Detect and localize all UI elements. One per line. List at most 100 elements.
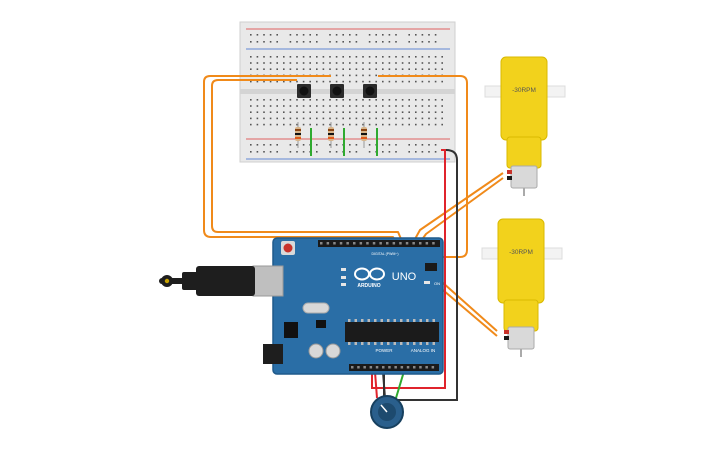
breadboard-hole (269, 56, 272, 58)
breadboard-hole (349, 68, 351, 70)
breadboard-hole (408, 99, 410, 101)
breadboard-hole (375, 56, 377, 58)
breadboard-hole (289, 80, 292, 83)
analog-in-label: ANALOG IN (411, 348, 436, 353)
header-pin (394, 366, 397, 369)
breadboard-hole (395, 62, 397, 64)
breadboard-hole (342, 123, 344, 126)
breadboard-hole (256, 62, 259, 64)
breadboard-hole (434, 111, 437, 113)
breadboard-hole (382, 117, 384, 120)
breadboard-hole (382, 80, 384, 83)
breadboard-hole (302, 99, 305, 101)
breadboard-hole (368, 68, 371, 70)
chip-pin (419, 342, 422, 345)
breadboard-hole (395, 123, 397, 126)
dc-gear-motor-2: -30RPM (481, 218, 563, 357)
breadboard-hole (296, 62, 298, 64)
power-wires (371, 149, 458, 401)
breadboard-hole (388, 80, 391, 83)
reset-button[interactable] (283, 243, 293, 253)
breadboard-hole (289, 111, 292, 113)
arduino-logo-icon (354, 267, 385, 281)
breadboard-hole (401, 105, 404, 107)
breadboard-hole (289, 144, 292, 146)
orange-wire-button-3 (378, 75, 468, 258)
breadboard-hole (355, 111, 358, 113)
breadboard-hole (434, 99, 437, 101)
red-5v-wire (371, 149, 446, 389)
breadboard-hole (355, 34, 358, 36)
breadboard-hole (263, 68, 265, 70)
breadboard-hole (309, 111, 311, 113)
header-pin (326, 242, 330, 245)
breadboard-hole (441, 105, 443, 107)
breadboard-hole (269, 151, 272, 153)
breadboard-hole (355, 105, 358, 107)
breadboard-hole (421, 34, 424, 36)
motor-2-can (507, 326, 535, 350)
breadboard-hole (395, 34, 397, 36)
push-button-3[interactable] (363, 84, 377, 98)
breadboard-hole (415, 105, 417, 107)
breadboard-hole (401, 80, 404, 83)
motor-1-terminal-1 (507, 170, 512, 174)
breadboard-hole (388, 151, 391, 153)
center-groove (240, 89, 455, 94)
breadboard-hole (434, 41, 437, 43)
breadboard-hole (362, 80, 364, 83)
breadboard-hole (276, 144, 278, 146)
breadboard-hole (263, 80, 265, 83)
breadboard-hole (421, 144, 424, 146)
header-pin (375, 366, 379, 369)
push-button-2[interactable] (330, 84, 344, 98)
breadboard-hole (329, 111, 331, 113)
breadboard-hole (309, 56, 311, 58)
breadboard-hole (342, 80, 344, 83)
breadboard-hole (309, 80, 311, 83)
breadboard-hole (388, 68, 391, 70)
chip-pin (406, 342, 409, 345)
breadboard-hole (434, 62, 437, 64)
breadboard-hole (263, 41, 265, 43)
potentiometer[interactable] (370, 395, 404, 429)
breadboard-hole (250, 62, 252, 64)
breadboard-hole (269, 99, 272, 101)
breadboard-hole (375, 123, 377, 126)
header-pin (388, 366, 391, 369)
push-button-1[interactable] (297, 84, 311, 98)
breadboard-hole (408, 144, 410, 146)
breadboard (239, 21, 456, 163)
breadboard-hole (309, 99, 311, 101)
breadboard-hole (322, 62, 325, 64)
header-pin (400, 366, 404, 369)
breadboard-hole (375, 74, 377, 77)
breadboard-hole (316, 99, 318, 101)
breadboard-hole (250, 68, 252, 70)
breadboard-hole (441, 111, 443, 113)
header-pin (333, 242, 336, 245)
breadboard-hole (283, 80, 285, 83)
chip-pin (432, 319, 435, 322)
breadboard-hole (382, 105, 384, 107)
breadboard-hole (269, 111, 272, 113)
breadboard-hole (428, 99, 430, 101)
breadboard-hole (388, 144, 391, 146)
breadboard-hole (269, 144, 272, 146)
breadboard-hole (388, 105, 391, 107)
breadboard-hole (395, 80, 397, 83)
header-pin (412, 242, 415, 245)
breadboard-hole (388, 111, 391, 113)
breadboard-hole (421, 41, 424, 43)
chip-pin (380, 319, 383, 322)
dc-power-jack[interactable] (263, 344, 283, 364)
breadboard-hole (382, 144, 384, 146)
pot-red-lead (374, 371, 378, 399)
breadboard-hole (434, 34, 437, 36)
breadboard-hole (256, 111, 259, 113)
breadboard-hole (349, 123, 351, 126)
usb-b-port[interactable] (252, 265, 284, 297)
breadboard-hole (421, 151, 424, 153)
chip-pin (374, 342, 377, 345)
